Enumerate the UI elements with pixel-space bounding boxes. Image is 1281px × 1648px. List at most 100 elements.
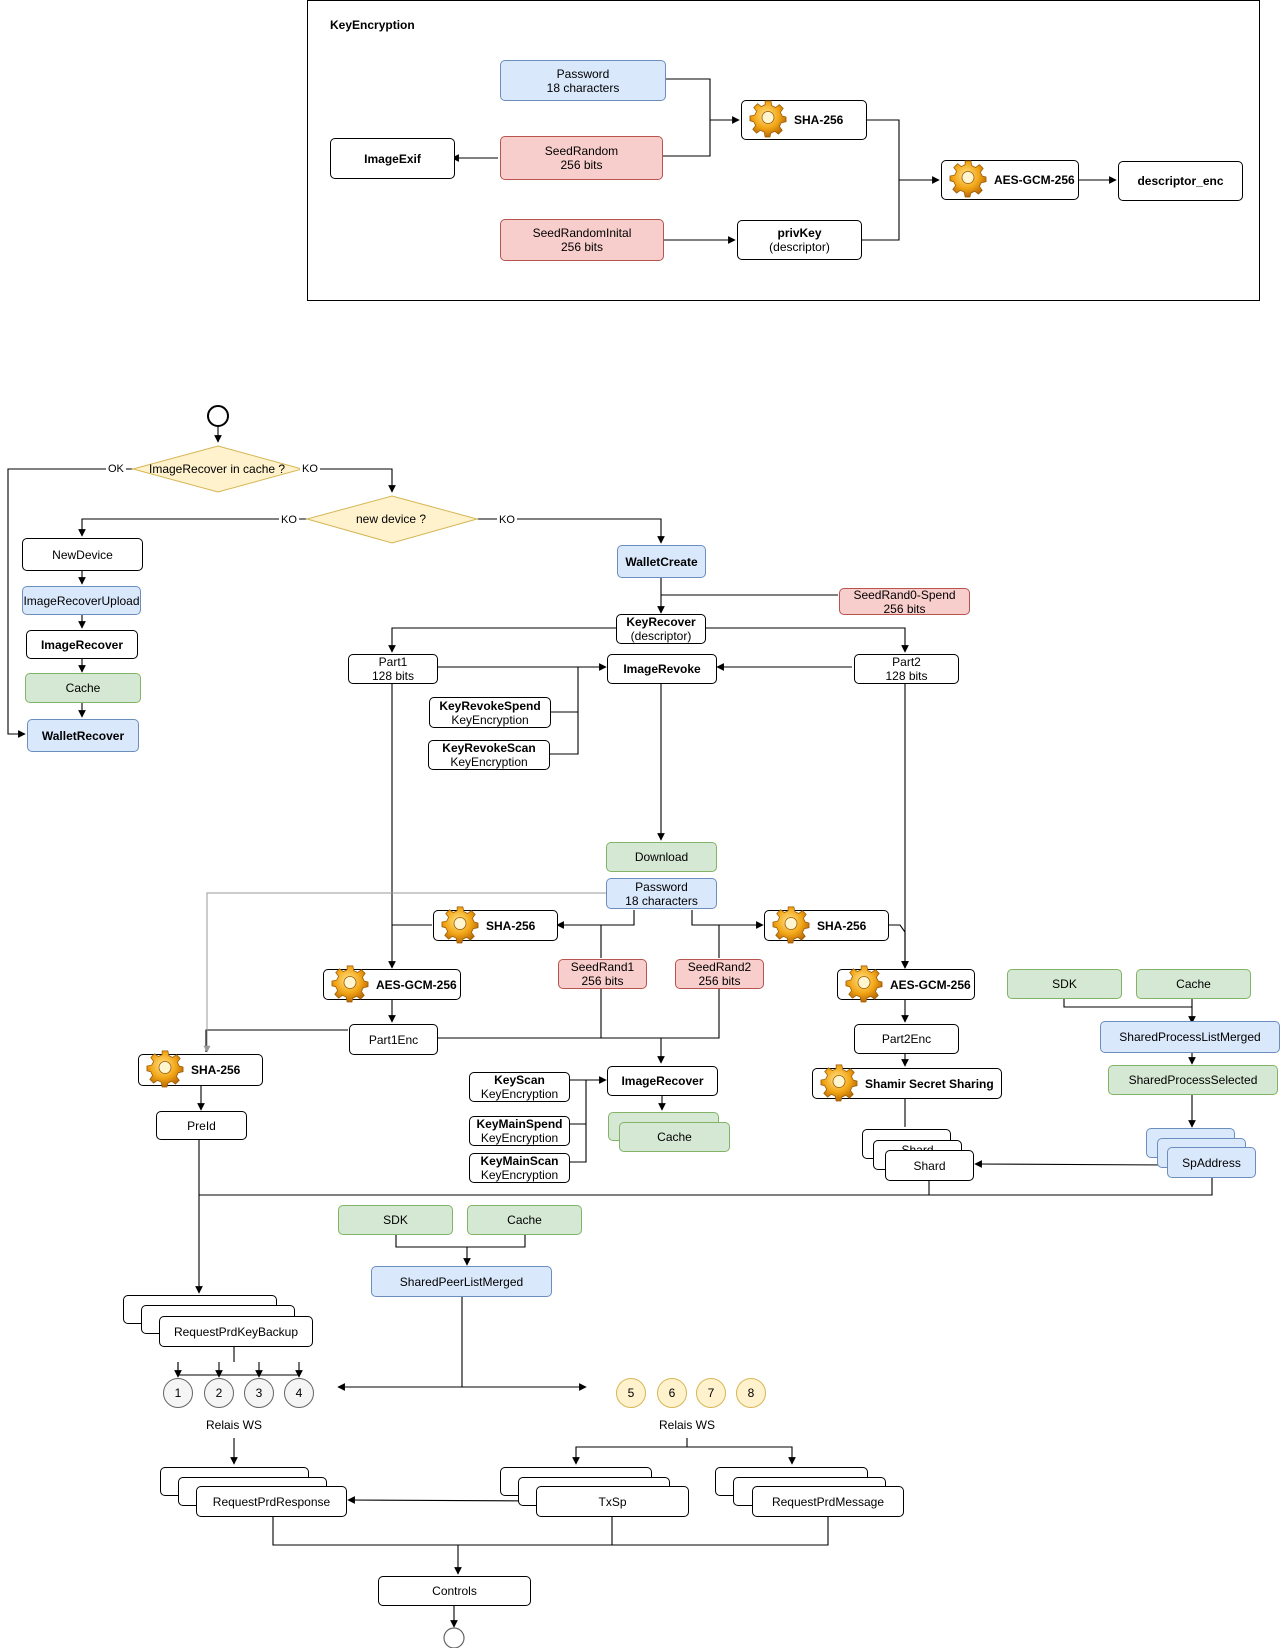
sdk-right-box[interactable]: SDK [1007,969,1122,999]
aes-right-box[interactable]: AES-GCM-256 [837,969,975,1000]
password-sub: 18 characters [625,893,698,908]
part2-sub: 128 bits [885,669,928,683]
relay-1[interactable]: 1 [163,1378,193,1408]
relay-7[interactable]: 7 [696,1378,726,1408]
gear-icon [330,964,370,1004]
ke-seedrandom-box[interactable]: SeedRandom 256 bits [500,136,663,180]
imagerecover-box[interactable]: ImageRecover [26,630,138,659]
shard-box[interactable]: Shard [885,1150,974,1181]
ke-password-sub: 18 characters [546,80,620,95]
relay-4[interactable]: 4 [284,1378,314,1408]
walletrecover-box[interactable]: WalletRecover [27,719,139,752]
txsp-box[interactable]: TxSp [536,1486,689,1517]
keymainspend-box[interactable]: KeyMainSpend KeyEncryption [469,1116,570,1146]
keyrevokescan-sub: KeyEncryption [450,755,528,769]
controls-box[interactable]: Controls [378,1576,531,1606]
part2enc-box[interactable]: Part2Enc [854,1024,959,1054]
requestprdmessage-label: RequestPrdMessage [771,1494,885,1509]
seedrand0-box[interactable]: SeedRand0-Spend 256 bits [839,587,970,616]
ke-privkey-sub: (descriptor) [769,240,830,254]
cache2-label: Cache [657,1130,692,1144]
ke-privkey-box[interactable]: privKey (descriptor) [737,220,862,260]
cache-box[interactable]: Cache [25,673,141,703]
relay-8[interactable]: 8 [736,1378,766,1408]
sharedpeerlistmerged-box[interactable]: SharedPeerListMerged [371,1266,552,1297]
keymainscan-sub: KeyEncryption [480,1168,559,1182]
relay-3[interactable]: 3 [244,1378,274,1408]
relais-right-label: Relais WS [659,1418,716,1432]
aes-left-box[interactable]: AES-GCM-256 [323,969,461,1000]
ke-privkey-label: privKey [777,226,822,240]
seedrand1-box[interactable]: SeedRand1 256 bits [558,959,647,989]
controls-label: Controls [432,1584,477,1598]
keyrevokespend-box[interactable]: KeyRevokeSpend KeyEncryption [429,697,551,728]
part1-label: Part1 [378,655,408,669]
edge-label-ok: OK [106,463,126,475]
ke-seedinit-box[interactable]: SeedRandomInital 256 bits [500,219,664,261]
cache3-label: Cache [1176,977,1211,991]
relay-4-label: 4 [295,1386,303,1400]
keyrecover-sub: (descriptor) [630,629,692,643]
seedrand0-sub: 256 bits [883,601,926,616]
decision-cache-label: ImageRecover in cache ? [149,462,286,476]
spaddress-box[interactable]: SpAddress [1167,1147,1256,1178]
sharedpeerlistmerged-label: SharedPeerListMerged [399,1274,524,1289]
keyscan-box[interactable]: KeyScan KeyEncryption [469,1072,570,1102]
ke-sha-box[interactable]: SHA-256 [741,100,867,140]
ke-seedrandom-sub: 256 bits [560,158,603,172]
sha-left-box[interactable]: SHA-256 [433,910,558,941]
txsp-label: TxSp [598,1494,627,1509]
walletcreate-box[interactable]: WalletCreate [617,545,706,578]
ke-seedinit-sub: 256 bits [560,240,604,254]
imagerecover2-box[interactable]: ImageRecover [607,1066,718,1096]
requestprdmessage-box[interactable]: RequestPrdMessage [752,1486,904,1517]
part1enc-box[interactable]: Part1Enc [349,1024,438,1055]
requestprdresponse-box[interactable]: RequestPrdResponse [196,1486,347,1517]
sdk-bottom-box[interactable]: SDK [338,1205,453,1235]
requestprdkeybackup-label: RequestPrdKeyBackup [173,1324,299,1339]
seedrand2-box[interactable]: SeedRand2 256 bits [675,959,764,989]
ke-password-box[interactable]: Password 18 characters [500,60,666,101]
sha-preid-box[interactable]: SHA-256 [138,1054,263,1086]
download-box[interactable]: Download [606,842,717,872]
sha-right-box[interactable]: SHA-256 [764,910,889,941]
keyscan-label: KeyScan [494,1073,545,1087]
keyrevokescan-box[interactable]: KeyRevokeScan KeyEncryption [428,740,550,770]
ke-imageexif-box[interactable]: ImageExif [330,138,455,179]
sha-preid-label: SHA-256 [191,1063,241,1077]
ke-descriptor-enc-box[interactable]: descriptor_enc [1118,161,1243,201]
requestprdkeybackup-box[interactable]: RequestPrdKeyBackup [159,1316,313,1347]
imagerecoverupload-box[interactable]: ImageRecoverUpload [22,586,141,615]
relay-3-label: 3 [255,1386,263,1400]
cache4-box[interactable]: Cache [467,1205,582,1235]
part2-box[interactable]: Part2 128 bits [854,654,959,684]
sharedprocessselected-box[interactable]: SharedProcessSelected [1108,1065,1278,1095]
relais-left-label: Relais WS [206,1418,263,1432]
ke-aes-box[interactable]: AES-GCM-256 [941,160,1079,200]
part1-box[interactable]: Part1 128 bits [348,654,438,684]
keyrevokespend-label: KeyRevokeSpend [439,698,541,713]
newdevice-box[interactable]: NewDevice [22,538,143,571]
edge-label-ko-3: KO [497,514,517,526]
keymainscan-box[interactable]: KeyMainScan KeyEncryption [469,1153,570,1183]
keyrecover-box[interactable]: KeyRecover (descriptor) [616,614,706,644]
cache3-box[interactable]: Cache [1136,969,1251,999]
cache2-box[interactable]: Cache [619,1122,730,1152]
preid-label: PreId [187,1118,216,1133]
relay-2[interactable]: 2 [204,1378,234,1408]
preid-box[interactable]: PreId [156,1111,247,1140]
part1-sub: 128 bits [371,669,415,683]
sdk-bottom-label: SDK [383,1213,408,1227]
newdevice-label: NewDevice [52,547,113,562]
keyrevokespend-sub: KeyEncryption [451,712,529,727]
sharedprocesslistmerged-box[interactable]: SharedProcessListMerged [1100,1021,1280,1053]
shamir-box[interactable]: Shamir Secret Sharing [812,1068,1002,1099]
seedrand0-label: SeedRand0-Spend [853,587,956,602]
password-box[interactable]: Password 18 characters [606,878,717,909]
download-label: Download [634,850,689,864]
ke-seedinit-label: SeedRandomInital [532,226,632,240]
imagerevoke-box[interactable]: ImageRevoke [607,654,717,684]
relay-5[interactable]: 5 [616,1378,646,1408]
relay-6[interactable]: 6 [657,1378,687,1408]
